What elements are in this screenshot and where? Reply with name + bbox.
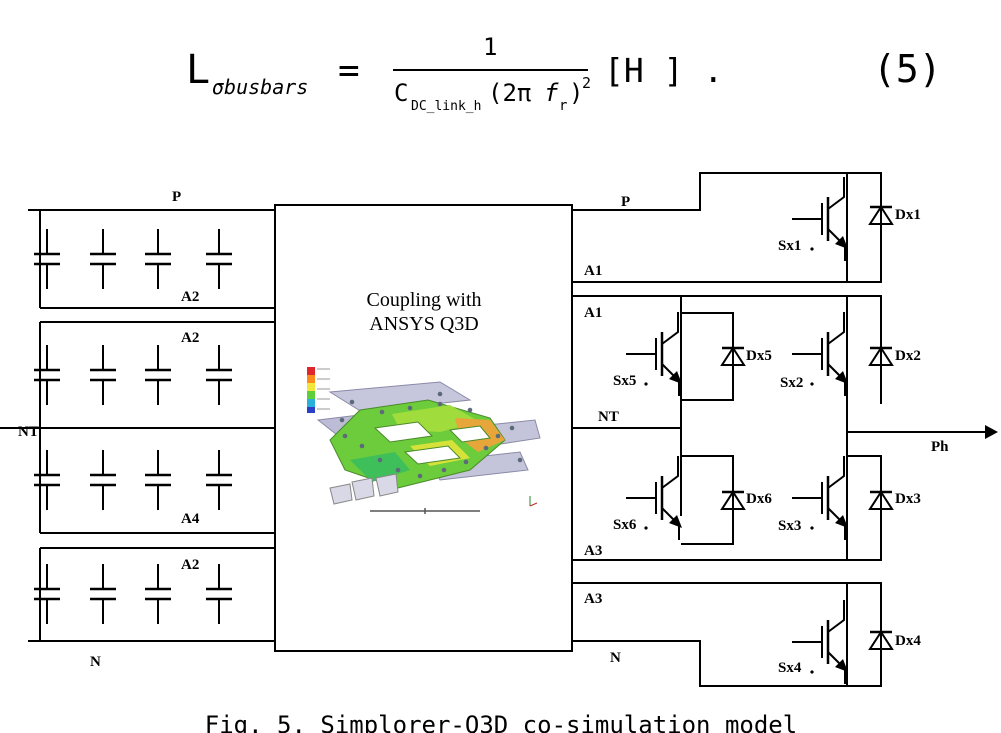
- right-label-n: N: [610, 650, 621, 666]
- right-bus-lines: [572, 172, 998, 687]
- left-bus-rails: [0, 209, 275, 642]
- switches: [624, 175, 850, 686]
- diode-label-dx5: Dx5: [746, 348, 772, 364]
- diode-label-dx4: Dx4: [895, 633, 921, 649]
- eq-lhs-subscript: σbusbars: [212, 75, 308, 99]
- right-label-a1-top: A1: [584, 263, 602, 279]
- eq-den-c: C: [394, 79, 408, 107]
- left-label-a2-mid: A2: [181, 330, 199, 346]
- right-label-ph: Ph: [931, 439, 949, 455]
- eq-number: (5): [873, 47, 942, 91]
- diode-dx6: [720, 456, 746, 544]
- q3d-field-plot-image: [302, 360, 542, 515]
- left-label-n: N: [90, 654, 101, 670]
- switch-label-sx1: Sx1: [778, 238, 801, 254]
- capacitor-row-upper-mid: [32, 343, 234, 407]
- left-label-a4: A4: [181, 511, 200, 527]
- figure-caption: Fig. 5. Simplorer-Q3D co-simulation mode…: [205, 711, 797, 733]
- left-label-nt: NT: [18, 424, 39, 440]
- equation-5: L σbusbars = 1 C DC_link_h (2π f r ) 2 […: [186, 33, 942, 114]
- left-label-p: P: [172, 189, 181, 205]
- eq-numerator: 1: [483, 33, 497, 61]
- caption-text: Fig. 5. Simplorer-Q3D co-simulation mode…: [205, 711, 797, 733]
- right-label-a1-mid: A1: [584, 305, 602, 321]
- capacitor-row-bottom: [32, 562, 234, 626]
- eq-den-exponent: 2: [582, 74, 591, 92]
- capacitor-row-lower-mid: [32, 448, 234, 512]
- eq-den-paren-open: (2π: [488, 79, 531, 107]
- eq-unit: [H ] .: [604, 51, 723, 90]
- right-label-p: P: [621, 194, 630, 210]
- diode-dx1: [868, 171, 894, 259]
- circuit-schematic: P A2 A2 NT A4 A2 N Coupling with ANSYS Q…: [0, 171, 998, 687]
- left-label-a2-bot: A2: [181, 557, 199, 573]
- eq-den-c-subscript: DC_link_h: [411, 99, 481, 114]
- switch-label-sx2: Sx2: [780, 375, 803, 391]
- eq-den-f-subscript: r: [559, 98, 567, 114]
- diode-label-dx3: Dx3: [895, 491, 921, 507]
- coupling-block: Coupling with ANSYS Q3D: [274, 204, 573, 652]
- left-label-a2-top: A2: [181, 289, 199, 305]
- diodes: [720, 171, 894, 684]
- capacitor-row-top: [32, 227, 234, 291]
- diode-dx4: [868, 596, 894, 684]
- diode-dx3: [868, 456, 894, 544]
- diode-dx5: [720, 312, 746, 400]
- right-label-a3-bot: A3: [584, 591, 602, 607]
- switch-label-sx4: Sx4: [778, 660, 802, 676]
- switch-label-sx3: Sx3: [778, 518, 801, 534]
- right-label-nt: NT: [598, 409, 619, 425]
- capacitor-bank: [32, 227, 234, 626]
- right-label-a3-mid: A3: [584, 543, 602, 559]
- eq-den-paren-close: ): [569, 79, 583, 107]
- diode-label-dx1: Dx1: [895, 207, 921, 223]
- switch-label-sx6: Sx6: [613, 517, 637, 533]
- coupling-block-title-line1: Coupling with: [366, 289, 481, 311]
- diode-dx2: [868, 312, 894, 400]
- diode-label-dx2: Dx2: [895, 348, 921, 364]
- eq-equals: =: [338, 50, 360, 91]
- eq-lhs-L: L: [186, 47, 210, 93]
- eq-den-f: f: [544, 79, 559, 107]
- diode-label-dx6: Dx6: [746, 491, 772, 507]
- coupling-block-title-line2: ANSYS Q3D: [369, 313, 478, 335]
- switch-label-sx5: Sx5: [613, 373, 636, 389]
